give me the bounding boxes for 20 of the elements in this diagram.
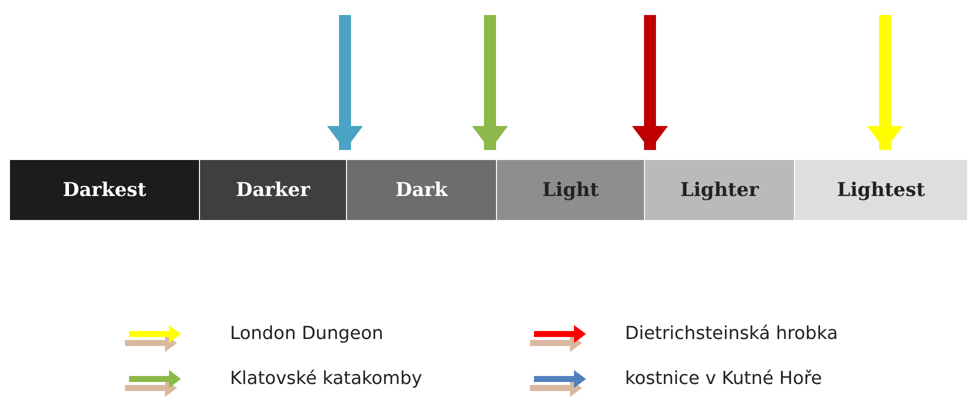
scale-segment — [10, 160, 200, 220]
arrow — [327, 15, 363, 150]
legend-label: London Dungeon — [230, 323, 384, 344]
scale-segment — [497, 160, 645, 220]
scale-segment — [347, 160, 497, 220]
segment-label: Dark — [396, 179, 448, 201]
segment-label: Darker — [236, 179, 310, 201]
segment-label: Lightest — [836, 179, 925, 201]
legend-label: kostnice v Kutné Hoře — [625, 368, 822, 389]
scale-segment — [795, 160, 968, 220]
scale-segment — [645, 160, 795, 220]
segment-label: Darkest — [62, 179, 146, 201]
segment-label: Lighter — [680, 179, 759, 201]
arrow — [867, 15, 903, 150]
legend-label: Klatovské katakomby — [230, 368, 422, 389]
scale-segment — [200, 160, 347, 220]
legend-label: Dietrichsteinská hrobka — [625, 323, 838, 344]
arrow — [472, 15, 508, 150]
segment-label: Light — [542, 179, 599, 201]
arrow — [632, 15, 668, 150]
